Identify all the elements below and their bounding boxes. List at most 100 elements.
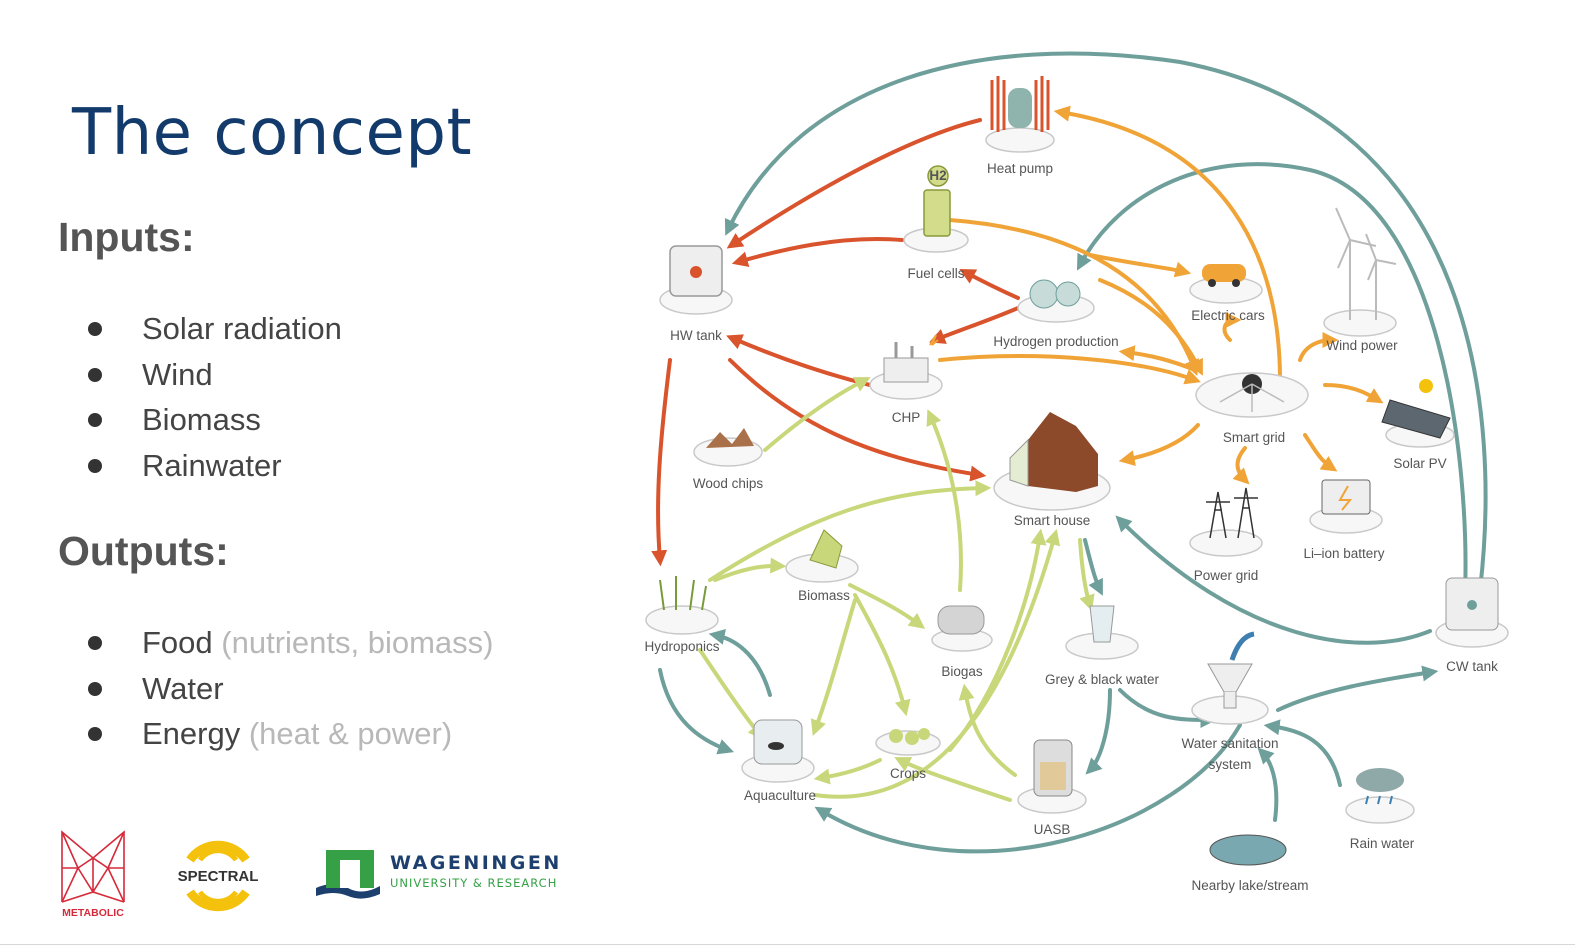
heat-pump-platform (985, 127, 1055, 153)
flow-arrow (894, 757, 1012, 802)
input-item-biomass: Biomass (142, 402, 261, 437)
smart-house-icon (1009, 412, 1098, 492)
bullet-icon (88, 727, 102, 741)
biogas-tank-icon (937, 605, 985, 635)
label-smart-grid: Smart grid (1223, 430, 1285, 445)
lake-icon (1209, 834, 1287, 866)
flow-arrow (1118, 423, 1200, 466)
water-sanitation-funnel-icon (1207, 631, 1255, 709)
flow-arrow (926, 409, 963, 592)
spectral-wordmark: SPECTRAL (178, 868, 259, 885)
flow-arrow (1222, 312, 1242, 342)
outputs-heading: Outputs: (58, 528, 229, 574)
hydroponics-platform (645, 605, 719, 635)
flow-arrow (1263, 719, 1342, 787)
flow-arrow (1088, 253, 1192, 278)
label-fuel-cells: Fuel cells (907, 266, 964, 281)
battery-icon (1321, 479, 1371, 515)
flow-arrow (763, 377, 871, 452)
label-wind-power: Wind power (1326, 338, 1398, 353)
label-chp: CHP (892, 410, 921, 425)
flow-arrow (813, 528, 1061, 799)
flow-arrow (1232, 446, 1250, 485)
output-item-water: Water (142, 670, 224, 706)
flow-arrow (1083, 538, 1103, 596)
flow-arrow (1118, 345, 1197, 372)
spectral-logo: SPECTRAL (178, 840, 259, 912)
chp-plant-icon (883, 334, 939, 383)
label-solar-pv: Solar PV (1393, 456, 1446, 471)
flow-arrow (708, 629, 772, 697)
flow-arrow (708, 480, 992, 582)
label-biomass: Biomass (798, 588, 850, 603)
output-item-food: Food (142, 625, 213, 660)
wur-wordmark: WAGENINGEN (390, 852, 562, 874)
rain-cloud-icon (1356, 768, 1404, 805)
input-item-wind: Wind (142, 356, 213, 392)
wind-power-platform (1323, 309, 1397, 337)
label-li-ion-battery: Li–ion battery (1303, 546, 1384, 561)
metabolic-logo: METABOLIC (61, 830, 125, 919)
label-wood-chips: Wood chips (693, 476, 764, 491)
bullet-icon (88, 367, 102, 382)
label-heat-pump: Heat pump (987, 161, 1053, 176)
label-cw-tank: CW tank (1446, 659, 1498, 674)
biomass-leaf-icon (809, 529, 843, 569)
label-electric-cars: Electric cars (1191, 308, 1265, 323)
bullet-icon (88, 458, 102, 473)
smart-grid-hub-icon (1219, 374, 1285, 412)
flow-arrow (1276, 665, 1439, 712)
flow-arrow (813, 758, 882, 785)
electric-car-icon (1202, 264, 1246, 287)
flow-arrow (731, 237, 904, 268)
output-note-energy: (heat & power) (248, 716, 453, 751)
flow-arrow (959, 268, 1020, 300)
h2-label: H2 (929, 168, 946, 183)
flow-arrow (958, 683, 1017, 777)
wur-subtitle: UNIVERSITY & RESEARCH (390, 876, 557, 890)
bullet-icon (88, 636, 102, 650)
circular-system-diagram: H2 (644, 51, 1509, 893)
flow-arrow (848, 583, 926, 629)
hw-tank-icon (669, 245, 723, 297)
label-rain-water: Rain water (1350, 836, 1415, 851)
flow-arrow (1076, 162, 1468, 597)
solar-panel-icon (1381, 379, 1451, 439)
hydroponics-plants-icon (659, 576, 707, 611)
label-hw-tank: HW tank (670, 328, 722, 343)
output-item-energy: Energy (142, 716, 241, 751)
flow-arrow (651, 358, 672, 567)
wageningen-logo: WAGENINGEN UNIVERSITY & RESEARCH (316, 850, 562, 899)
flow-arrow (728, 358, 987, 482)
flow-arrow (1053, 105, 1282, 382)
label-smart-house: Smart house (1014, 513, 1091, 528)
label-hydrogen-production: Hydrogen production (993, 334, 1118, 349)
label-nearby-lake: Nearby lake/stream (1191, 878, 1308, 893)
wood-chips-icon (706, 428, 754, 448)
uasb-reactor-icon (1033, 739, 1073, 797)
label-water-sanitation-system: system (1209, 757, 1252, 772)
flow-arrow (713, 557, 787, 582)
inputs-heading: Inputs: (58, 214, 195, 260)
input-item-rainwater: Rainwater (142, 447, 282, 483)
flow-arrow (726, 334, 872, 387)
label-grey-black-water: Grey & black water (1045, 672, 1160, 687)
heat-pump-icon (990, 76, 1050, 132)
label-hydroponics: Hydroponics (644, 639, 719, 654)
output-note-food: (nutrients, biomass) (221, 625, 494, 660)
flow-arrow (1078, 538, 1095, 612)
bullet-icon (88, 681, 102, 696)
flow-arrow (726, 118, 982, 249)
wind-turbine-icon (1335, 207, 1397, 320)
flow-arrow (1303, 433, 1338, 472)
flow-arrow (1323, 383, 1384, 404)
bullet-icon (88, 322, 102, 336)
bottom-divider (0, 944, 1575, 945)
flow-arrow (1118, 688, 1217, 728)
flow-arrow (938, 354, 1202, 385)
label-biogas: Biogas (941, 664, 983, 679)
flow-arrow (1115, 515, 1432, 645)
crops-icon (889, 728, 930, 745)
flow-arrow (1257, 747, 1279, 822)
flow-arrow (1085, 688, 1112, 775)
